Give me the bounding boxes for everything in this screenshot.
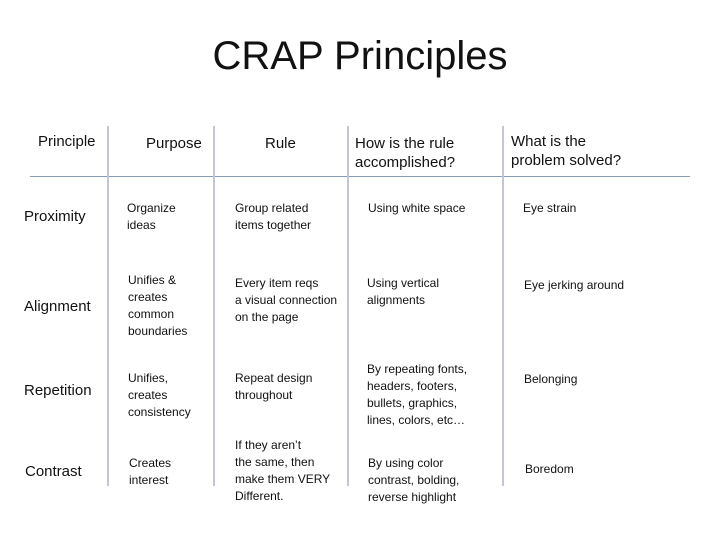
row-purpose: Unifies & creates common boundaries [128,273,188,338]
column-divider-1 [107,126,109,486]
header-rule: Rule [265,135,296,152]
row-rule: If they aren’t the same, then make them … [235,438,331,503]
header-divider-line [30,176,690,177]
row-problem: Belonging [524,372,578,386]
header-problem-solved: What is the problem solved? [511,133,622,169]
row-rule: Group related items together [235,201,312,232]
row-principle: Alignment [24,298,91,315]
column-divider-4 [502,126,504,486]
row-rule: Repeat design throughout [235,371,313,402]
row-problem: Eye jerking around [524,278,625,292]
row-how: By repeating fonts, headers, footers, bu… [367,362,468,427]
header-purpose: Purpose [146,135,202,152]
row-problem: Eye strain [523,201,577,215]
column-divider-3 [347,126,349,486]
row-principle: Proximity [24,208,86,225]
row-purpose: Unifies, creates consistency [128,371,191,419]
header-principle: Principle [38,133,96,150]
slide-title: CRAP Principles [212,34,508,78]
row-how: By using color contrast, bolding, revers… [368,456,460,504]
row-purpose: Organize ideas [127,201,176,232]
column-divider-2 [213,126,215,486]
row-how: Using white space [368,201,466,215]
row-principle: Contrast [25,463,82,480]
row-how: Using vertical alignments [367,276,440,307]
header-how-accomplished: How is the rule accomplished? [355,135,456,171]
row-rule: Every item reqs a visual connection on t… [235,276,338,324]
row-problem: Boredom [525,462,574,476]
row-purpose: Creates interest [129,456,172,487]
row-principle: Repetition [24,382,92,399]
